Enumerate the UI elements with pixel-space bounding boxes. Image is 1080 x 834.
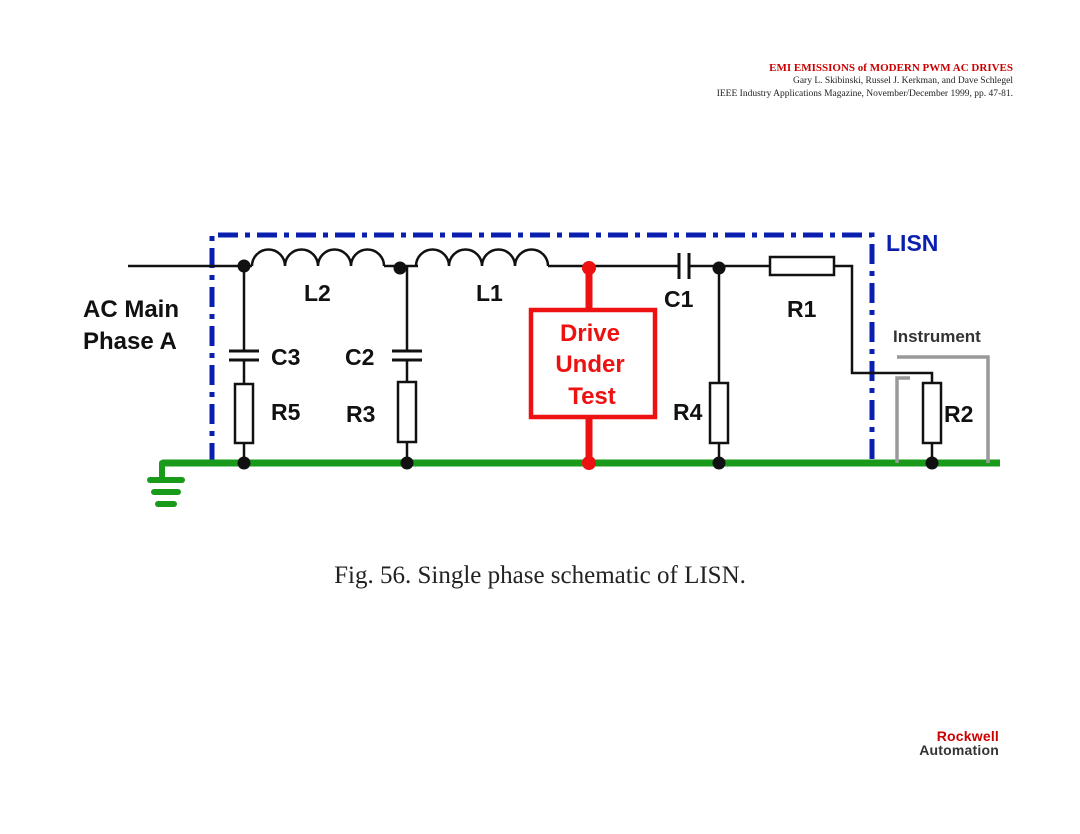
inductor-l1 <box>414 248 550 267</box>
dut-label-line3: Test <box>568 383 616 410</box>
label-l1: L1 <box>476 280 503 306</box>
junction-dot <box>712 261 726 275</box>
paper-authors: Gary L. Skibinski, Russel J. Kerkman, an… <box>792 76 1013 86</box>
instrument-label: Instrument <box>893 327 981 346</box>
junction-dot <box>712 456 726 470</box>
label-c1: C1 <box>664 286 694 312</box>
drive-under-test-box <box>528 307 658 420</box>
paper-source: IEEE Industry Applications Magazine, Nov… <box>716 89 1013 99</box>
resistor-r1 <box>768 255 836 277</box>
junction-dot <box>582 456 596 470</box>
resistor-r4 <box>708 381 730 445</box>
label-r1: R1 <box>787 296 817 322</box>
junction-dot <box>237 456 251 470</box>
label-r5: R5 <box>271 399 301 425</box>
junction-dot <box>925 456 939 470</box>
label-c3: C3 <box>271 344 300 370</box>
capacitor-c3 <box>229 349 259 362</box>
label-r3: R3 <box>346 401 375 427</box>
capacitor-c1 <box>677 253 691 279</box>
label-c2: C2 <box>345 344 374 370</box>
capacitor-c2 <box>392 349 422 362</box>
inductor-l2 <box>250 248 386 267</box>
dut-label-line1: Drive <box>560 320 620 347</box>
citation-header: EMI EMISSIONS of MODERN PWM AC DRIVES Ga… <box>717 62 1013 101</box>
junction-dot <box>393 261 407 275</box>
brand-line2: Automation <box>919 742 999 758</box>
junction-dot <box>400 456 414 470</box>
lisn-label: LISN <box>886 230 938 256</box>
junctions <box>237 259 939 470</box>
lisn-boundary <box>209 232 875 463</box>
label-r4: R4 <box>673 399 703 425</box>
junction-dot <box>237 259 251 273</box>
ground-symbol <box>147 460 185 507</box>
figure-caption: Fig. 56. Single phase schematic of LISN. <box>334 562 746 589</box>
paper-title: EMI EMISSIONS of MODERN PWM AC DRIVES <box>769 62 1013 74</box>
dut-label-line2: Under <box>555 351 624 378</box>
instrument-leads <box>895 355 990 463</box>
resistor-r3 <box>396 380 418 444</box>
rockwell-automation-logo: Rockwell Automation <box>919 729 999 757</box>
phase-line <box>128 264 934 383</box>
resistor-r5 <box>233 382 255 445</box>
resistor-r2 <box>921 381 943 445</box>
junction-dot <box>582 261 596 275</box>
source-label-line1: AC Main <box>83 296 179 323</box>
source-label-line2: Phase A <box>83 328 177 355</box>
label-r2: R2 <box>944 401 973 427</box>
label-l2: L2 <box>304 280 331 306</box>
brand-line1: Rockwell <box>936 728 999 744</box>
